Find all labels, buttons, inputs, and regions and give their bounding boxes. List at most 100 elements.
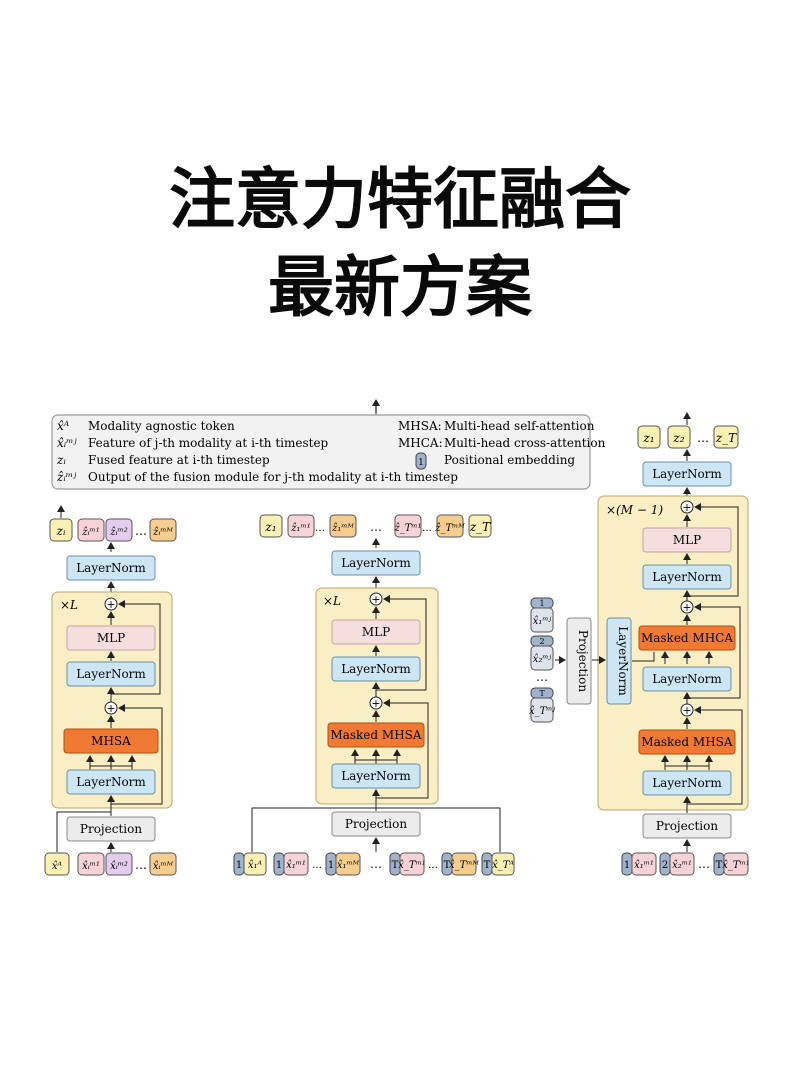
svg-text:LayerNorm: LayerNorm	[652, 570, 722, 584]
diagram-b-layernorm-mid	[331, 656, 421, 682]
svg-text:x̂ᵢᵐᴹ: x̂ᵢᵐᴹ	[153, 861, 174, 872]
diagram-b: z₁ ẑ₁ᵐ¹ … ẑ₁ᵐᴹ … ẑ_Tᵐ¹ … ẑ_Tᵐᴹ z_T Layer…	[233, 514, 515, 876]
svg-text:LayerNorm: LayerNorm	[76, 561, 146, 575]
diagram-b-layernorm-top	[331, 550, 421, 576]
svg-text:z_T: z_T	[469, 520, 491, 534]
legend-box: x̂ᴬ Modality agnostic token x̂ᵢᵐʲ Featur…	[51, 414, 606, 490]
svg-text:LayerNorm: LayerNorm	[341, 769, 411, 783]
diagram-a-inputs: x̂ᴬ x̂ᵢᵐ¹ x̂ᵢᵐ² … x̂ᵢᵐᴹ	[44, 852, 177, 876]
legend-sym-mhca: MHCA:	[398, 436, 443, 450]
diagram-b-masked-mhsa	[327, 722, 425, 748]
svg-text:T: T	[539, 689, 545, 698]
svg-text:LayerNorm: LayerNorm	[76, 775, 146, 789]
diagram-c-mlp	[642, 527, 732, 553]
legend-sym-output: ẑᵢᵐʲ	[56, 470, 77, 484]
diagram-c-side-projection	[566, 617, 592, 705]
legend-sym-posemb: 1	[418, 458, 424, 468]
legend-text-output: Output of the fusion module for j-th mod…	[88, 470, 458, 484]
diagram-c-projection	[642, 813, 732, 839]
diagram-a-mlp	[66, 625, 156, 651]
svg-text:Projection: Projection	[576, 630, 590, 692]
svg-text:1: 1	[328, 860, 334, 871]
svg-text:x̂_Tᴬ: x̂_Tᴬ	[492, 860, 514, 871]
svg-text:Masked MHSA: Masked MHSA	[641, 735, 732, 749]
svg-text:…: …	[315, 523, 325, 534]
svg-text:x̂₁ᴬ: x̂₁ᴬ	[248, 860, 263, 871]
legend-text-mhca: Multi-head cross-attention	[444, 436, 606, 450]
svg-text:z_T: z_T	[715, 431, 737, 445]
diagram-a-layernorm-bot	[66, 769, 156, 795]
svg-text:x̂_Tᵐ¹: x̂_Tᵐ¹	[398, 860, 425, 871]
svg-text:LayerNorm: LayerNorm	[616, 626, 630, 696]
svg-text:x̂_Tᵐ¹: x̂_Tᵐ¹	[722, 860, 749, 871]
diagram-c-side-inputs: 1 x̂₁ᵐʲ 2 x̂₂ᵐʲ … T x̂_Tᵐʲ	[529, 597, 555, 723]
diagram-c-layernorm-mid	[642, 564, 732, 590]
legend-sym-fused: zᵢ	[56, 453, 66, 467]
svg-text:Projection: Projection	[80, 822, 142, 836]
svg-text:+: +	[682, 601, 691, 614]
svg-text:x̂₁ᵐ¹: x̂₁ᵐ¹	[286, 860, 306, 871]
svg-text:…: …	[536, 670, 548, 684]
svg-text:+: +	[682, 501, 691, 514]
svg-text:T: T	[716, 860, 723, 871]
legend-posemb-icon	[415, 452, 427, 470]
diagram-c-layernorm-bot	[642, 770, 732, 796]
svg-text:LayerNorm: LayerNorm	[341, 556, 411, 570]
svg-text:+: +	[371, 697, 380, 710]
svg-text:×L: ×L	[60, 598, 78, 612]
diagram-a-mhsa	[63, 728, 159, 754]
diagram-a-layernorm-top	[66, 555, 156, 581]
svg-text:Masked MHSA: Masked MHSA	[330, 728, 421, 742]
svg-text:MLP: MLP	[362, 625, 390, 639]
svg-text:ẑᵢᵐ¹: ẑᵢᵐ¹	[81, 527, 99, 538]
diagram-a-layernorm-mid	[66, 661, 156, 687]
svg-text:…: …	[428, 860, 438, 871]
legend-text-mhsa: Multi-head self-attention	[444, 419, 595, 433]
svg-text:+: +	[106, 702, 115, 715]
svg-text:x̂_Tᵐᴹ: x̂_Tᵐᴹ	[449, 860, 479, 871]
svg-text:LayerNorm: LayerNorm	[652, 467, 722, 481]
svg-text:…: …	[698, 857, 710, 871]
svg-text:x̂₁ᵐʲ: x̂₁ᵐʲ	[533, 616, 552, 627]
diagram-b-projection	[331, 811, 421, 837]
legend-sym-agnostic: x̂ᴬ	[57, 419, 70, 433]
diagram-a-outputs: zᵢ ẑᵢᵐ¹ ẑᵢᵐ² … ẑᵢᵐᴹ	[49, 518, 177, 542]
diagram-c-inputs: 1 x̂₁ᵐ¹ 2 x̂₂ᵐ¹ … T x̂_Tᵐ¹	[621, 852, 750, 876]
svg-text:ẑᵢᵐᴹ: ẑᵢᵐᴹ	[152, 527, 173, 538]
svg-text:x̂₂ᵐʲ: x̂₂ᵐʲ	[533, 654, 552, 665]
svg-text:LayerNorm: LayerNorm	[341, 662, 411, 676]
svg-text:MLP: MLP	[673, 533, 701, 547]
svg-text:…: …	[135, 858, 147, 872]
diagram-c-side-layernorm	[606, 617, 632, 705]
diagram-c-masked-mhsa	[638, 729, 736, 755]
svg-text:ẑ₁ᵐ¹: ẑ₁ᵐ¹	[290, 523, 310, 534]
svg-text:T: T	[484, 860, 491, 871]
diagram-b-outputs: z₁ ẑ₁ᵐ¹ … ẑ₁ᵐᴹ … ẑ_Tᵐ¹ … ẑ_Tᵐᴹ z_T	[259, 514, 492, 538]
svg-text:2: 2	[539, 637, 544, 646]
svg-text:T: T	[444, 860, 451, 871]
svg-text:1: 1	[539, 599, 544, 608]
svg-text:1: 1	[624, 860, 630, 871]
svg-text:2: 2	[662, 860, 668, 871]
svg-text:…: …	[370, 520, 382, 534]
legend-text-fused: Fused feature at i-th timestep	[88, 453, 270, 467]
page-title-line1: 注意力特征融合	[169, 161, 631, 238]
diagram-c-layernorm-top	[642, 461, 732, 487]
svg-text:+: +	[106, 598, 115, 611]
svg-text:x̂₂ᵐ¹: x̂₂ᵐ¹	[672, 860, 692, 871]
diagram-c-layernorm-cross	[642, 666, 732, 692]
legend-sym-mhsa: MHSA:	[398, 419, 442, 433]
legend-text-posemb: Positional embedding	[444, 453, 575, 467]
svg-text:MLP: MLP	[97, 631, 125, 645]
svg-text:+: +	[682, 704, 691, 717]
svg-text:LayerNorm: LayerNorm	[76, 667, 146, 681]
svg-text:ẑ_Tᵐᴹ: ẑ_Tᵐᴹ	[434, 523, 465, 534]
svg-text:ẑ_Tᵐ¹: ẑ_Tᵐ¹	[393, 523, 421, 534]
diagram-c-masked-mhca	[638, 625, 736, 651]
svg-text:LayerNorm: LayerNorm	[652, 672, 722, 686]
svg-text:ẑᵢᵐ²: ẑᵢᵐ²	[109, 527, 127, 538]
page-title-line2: 最新方案	[268, 249, 532, 326]
svg-text:…: …	[312, 860, 322, 871]
diagram-b-layernorm-bot	[331, 763, 421, 789]
